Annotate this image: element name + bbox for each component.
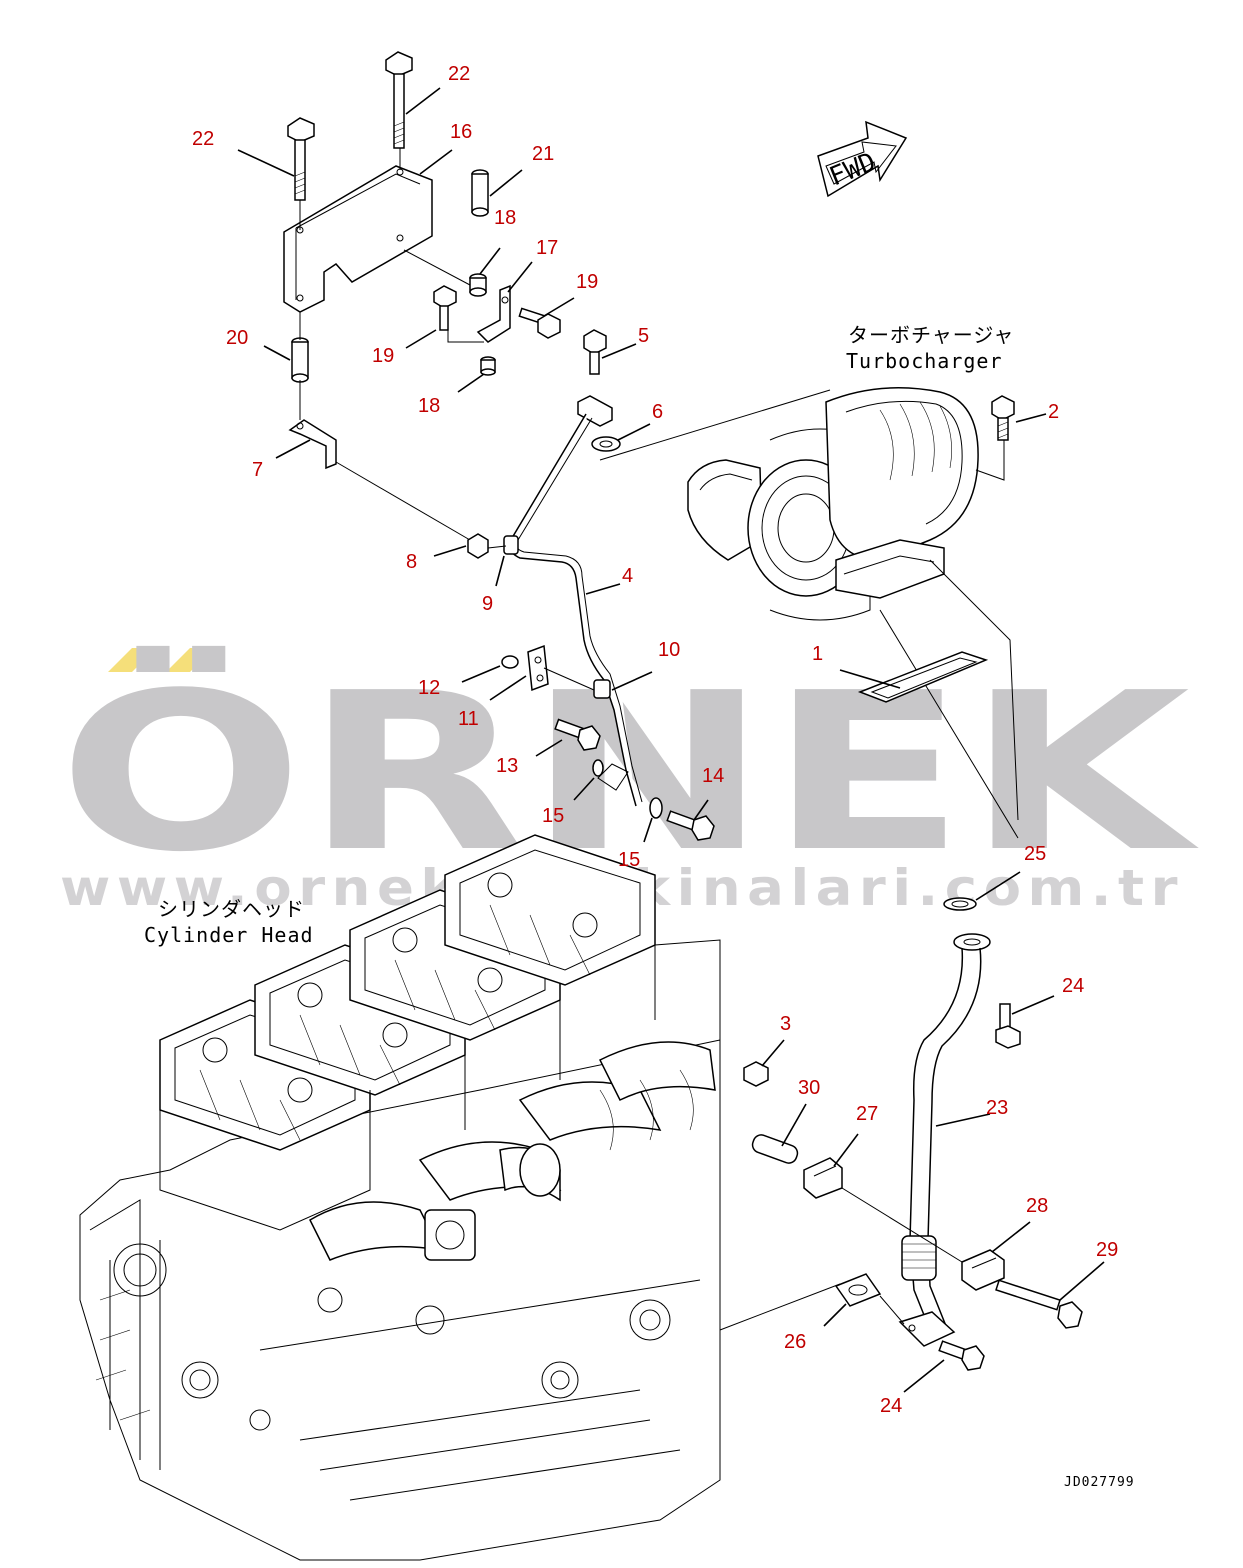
bolt-22-right	[385, 51, 413, 149]
callout-30: 30	[798, 1077, 820, 1099]
callout-9: 9	[482, 593, 493, 615]
washer-12	[501, 655, 519, 669]
callout-15-left: 15	[542, 805, 564, 827]
spacer-21	[471, 169, 489, 217]
callout-24-lower: 24	[880, 1395, 902, 1417]
bolt-14	[666, 810, 715, 841]
oil-pipe-assembly	[467, 329, 715, 841]
callout-12: 12	[418, 677, 440, 699]
head-module-4	[444, 834, 721, 1040]
callout-18-lower: 18	[418, 395, 440, 417]
bolt-29	[995, 1279, 1083, 1329]
callout-26: 26	[784, 1331, 806, 1353]
leader-lines	[237, 87, 1105, 1393]
callout-16: 16	[450, 121, 472, 143]
callout-25: 25	[1024, 843, 1046, 865]
clip-9	[503, 535, 519, 555]
turbocharger	[599, 387, 1019, 839]
turbocharger-label-en: Turbocharger	[846, 349, 1003, 373]
bolt-22-left	[287, 117, 315, 201]
spacer-30	[751, 1134, 799, 1164]
bolt-19-right	[518, 307, 561, 339]
callout-24-upper: 24	[1062, 975, 1084, 997]
callout-8: 8	[406, 551, 417, 573]
callout-22-right: 22	[448, 63, 470, 85]
cylinder-head-label-jp: シリンダヘッド	[158, 897, 305, 921]
bolt-24-lower	[938, 1340, 985, 1371]
callout-3: 3	[780, 1013, 791, 1035]
bolt-5	[583, 329, 607, 375]
callout-5: 5	[638, 325, 649, 347]
bracket-7	[288, 419, 337, 470]
callout-15-right: 15	[618, 849, 640, 871]
bolt-24-upper	[995, 1003, 1021, 1049]
callout-10: 10	[658, 639, 680, 661]
callout-22-left: 22	[192, 128, 214, 150]
callout-23: 23	[986, 1097, 1008, 1119]
cylinder-head-label-en: Cylinder Head	[144, 923, 314, 947]
callout-4: 4	[622, 565, 633, 587]
collar-18-lower	[480, 356, 496, 376]
cylinder-head-assembly	[79, 834, 721, 1561]
callout-18-upper: 18	[494, 207, 516, 229]
collar-18-upper	[469, 273, 487, 297]
callout-27: 27	[856, 1103, 878, 1125]
callout-11: 11	[458, 708, 479, 730]
callout-14: 14	[702, 765, 724, 787]
callout-20: 20	[226, 327, 248, 349]
clip-10	[593, 679, 611, 699]
heat-shield-group	[283, 51, 561, 541]
bolt-13	[554, 718, 601, 751]
gasket-26	[834, 1273, 882, 1307]
gasket-25	[943, 897, 977, 911]
watermark-accent-left	[108, 648, 156, 672]
callout-2: 2	[1048, 401, 1059, 423]
callouts: 22 22 16 21 18 17 19 19 18 20 5 6 2 7 8 …	[192, 63, 1118, 1417]
fwd-arrow: FWD	[817, 120, 908, 198]
gasket-15a	[592, 759, 604, 777]
callout-6: 6	[652, 401, 663, 423]
watermark-accent-right	[166, 648, 214, 672]
callout-28: 28	[1026, 1195, 1048, 1217]
spacer-20	[291, 337, 309, 383]
callout-13: 13	[496, 755, 518, 777]
gasket-6	[591, 436, 621, 452]
heat-shield-16	[283, 165, 433, 313]
gasket-1	[857, 651, 989, 703]
clamp-28	[961, 1249, 1005, 1291]
callout-29: 29	[1096, 1239, 1118, 1261]
callout-1: 1	[812, 643, 823, 665]
drain-tube-assembly	[719, 897, 1021, 1371]
exhaust-manifold	[309, 1041, 716, 1261]
turbocharger-label-jp: ターボチャージャ	[848, 323, 1014, 347]
nut-8	[467, 533, 489, 559]
bolt-2	[991, 395, 1015, 441]
callout-19-left: 19	[372, 345, 394, 367]
bolt-19-left	[433, 285, 457, 331]
callout-17: 17	[536, 237, 558, 259]
callout-21: 21	[532, 143, 554, 165]
callout-19-right: 19	[576, 271, 598, 293]
nut-3	[743, 1061, 769, 1087]
drawing-id: JD027799	[1064, 1475, 1135, 1490]
callout-7: 7	[252, 459, 263, 481]
gasket-15b	[649, 797, 663, 819]
